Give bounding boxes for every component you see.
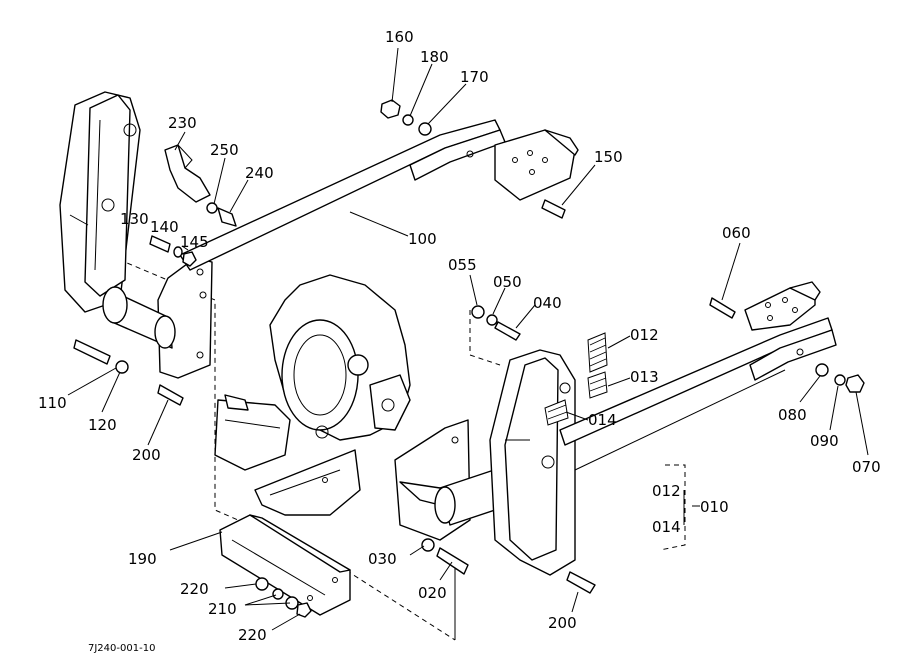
bolt-150 bbox=[541, 199, 566, 219]
decal-stack bbox=[544, 332, 608, 426]
washer-090 bbox=[834, 374, 846, 386]
bolt-060 bbox=[709, 297, 736, 319]
bracket-230 bbox=[164, 144, 211, 203]
label-220-bottom: 220 bbox=[238, 626, 267, 644]
washer-250 bbox=[206, 202, 218, 214]
label-220-top: 220 bbox=[180, 580, 209, 598]
main-beam-100 bbox=[179, 119, 506, 271]
bolt-200-left bbox=[157, 384, 184, 406]
label-040: 040 bbox=[533, 294, 562, 312]
fasteners bbox=[73, 99, 865, 618]
label-090: 090 bbox=[810, 432, 839, 450]
nut-220-bottom bbox=[296, 602, 312, 618]
lower-left-plate bbox=[214, 394, 291, 471]
lower-bracket-190 bbox=[219, 514, 351, 616]
label-240: 240 bbox=[245, 164, 274, 182]
label-160: 160 bbox=[385, 28, 414, 46]
label-014-top: 014 bbox=[588, 411, 617, 429]
washer-120 bbox=[115, 360, 129, 374]
label-200-right: 200 bbox=[548, 614, 577, 632]
right-side-frame bbox=[489, 349, 576, 576]
label-060: 060 bbox=[722, 224, 751, 242]
washer-140 bbox=[173, 246, 183, 258]
label-014-bottom: 014 bbox=[652, 518, 681, 536]
washer-055 bbox=[471, 305, 485, 319]
bolt-240 bbox=[217, 207, 237, 227]
nut-160 bbox=[380, 99, 401, 119]
label-150: 150 bbox=[594, 148, 623, 166]
label-100: 100 bbox=[408, 230, 437, 248]
bolt-020 bbox=[436, 547, 469, 575]
label-130: 130 bbox=[120, 210, 149, 228]
label-180: 180 bbox=[420, 48, 449, 66]
washer-210 bbox=[272, 588, 284, 600]
callout-labels: 160 180 170 150 230 250 240 100 130 140 … bbox=[38, 28, 881, 654]
label-012-top: 012 bbox=[630, 326, 659, 344]
decal-012 bbox=[587, 332, 608, 373]
washer-050 bbox=[486, 314, 498, 326]
bolt-040 bbox=[494, 321, 521, 341]
washer-180 bbox=[402, 114, 414, 126]
nut-145 bbox=[182, 251, 197, 267]
center-lower-plate bbox=[254, 449, 361, 516]
nut-070 bbox=[845, 374, 865, 393]
label-140: 140 bbox=[150, 218, 179, 236]
decal-013 bbox=[587, 371, 608, 399]
label-055: 055 bbox=[448, 256, 477, 274]
center-housing bbox=[269, 274, 411, 441]
label-070: 070 bbox=[852, 458, 881, 476]
label-200-left: 200 bbox=[132, 446, 161, 464]
right-beam-bracket bbox=[494, 129, 579, 201]
bolt-110 bbox=[73, 339, 111, 365]
label-230: 230 bbox=[168, 114, 197, 132]
washer-170 bbox=[418, 122, 432, 136]
label-020: 020 bbox=[418, 584, 447, 602]
washer-080 bbox=[815, 363, 829, 377]
label-120: 120 bbox=[88, 416, 117, 434]
bolt-200-right bbox=[566, 571, 596, 594]
label-050: 050 bbox=[493, 273, 522, 291]
label-030: 030 bbox=[368, 550, 397, 568]
label-012-bottom: 012 bbox=[652, 482, 681, 500]
left-cross-tube bbox=[102, 286, 176, 349]
leader-lines bbox=[67, 47, 869, 631]
right-beam bbox=[559, 317, 837, 471]
drawing-reference: 7J240-001-10 bbox=[88, 643, 155, 654]
label-190: 190 bbox=[128, 550, 157, 568]
label-250: 250 bbox=[210, 141, 239, 159]
label-080: 080 bbox=[778, 406, 807, 424]
bolt-130 bbox=[149, 235, 171, 253]
label-170: 170 bbox=[460, 68, 489, 86]
label-110: 110 bbox=[38, 394, 67, 412]
washer-220-top bbox=[255, 577, 269, 591]
left-side-frame bbox=[59, 91, 141, 313]
label-145: 145 bbox=[180, 233, 209, 251]
label-013: 013 bbox=[630, 368, 659, 386]
washer-030 bbox=[421, 538, 435, 552]
right-top-bracket bbox=[744, 281, 821, 331]
label-210: 210 bbox=[208, 600, 237, 618]
label-010: 010 bbox=[700, 498, 729, 516]
